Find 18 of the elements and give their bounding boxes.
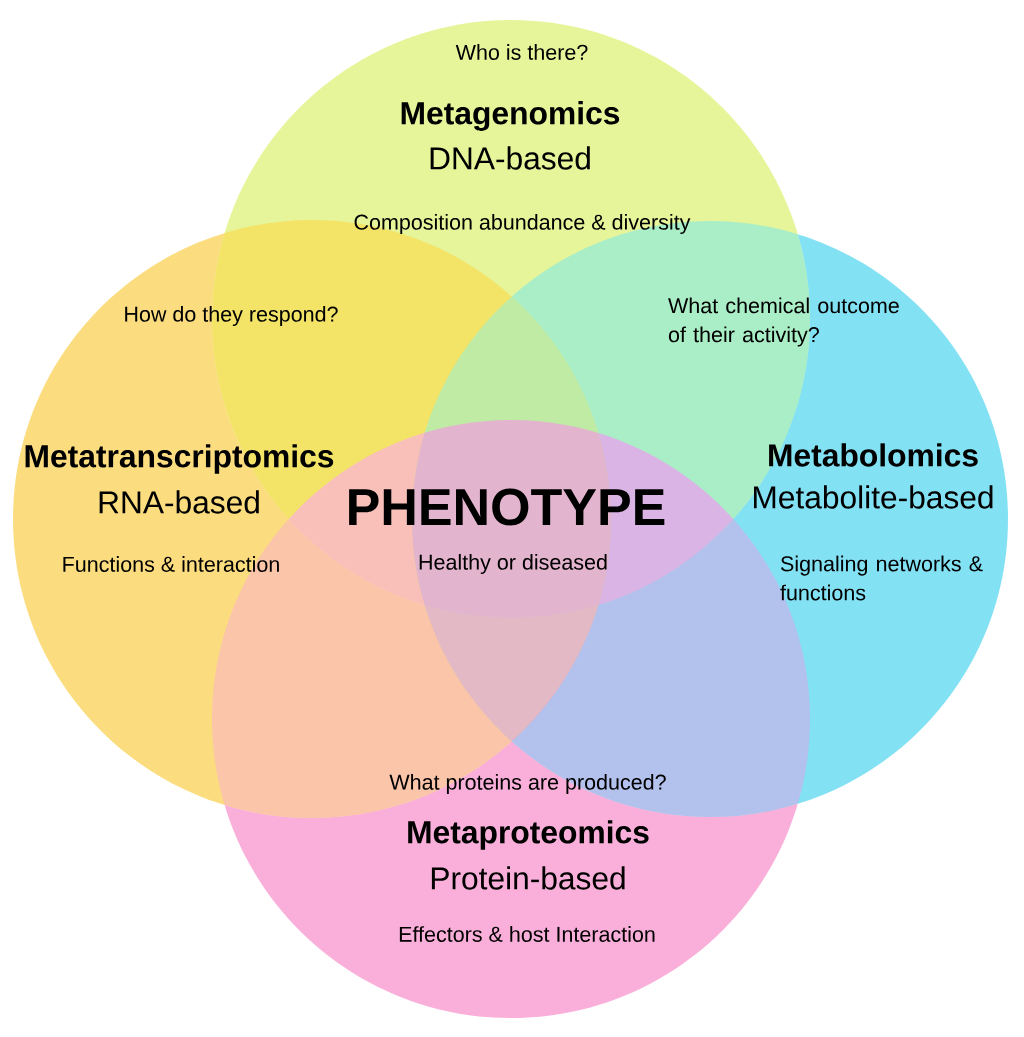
description-text: Signaling networks & functions: [780, 555, 983, 601]
question-text: Who is there?: [455, 44, 588, 60]
center-text: Healthy or diseased: [419, 554, 607, 575]
circle-title: Metagenomics: [401, 101, 620, 131]
circle-title: Metaproteomics: [408, 820, 649, 850]
question-text: How do they respond?: [125, 306, 338, 327]
subtitle: Protein-based: [431, 866, 625, 890]
description-text: Composition abundance & diversity: [354, 214, 691, 235]
description-text: Effectors & host Interaction: [399, 926, 655, 942]
question-text: What proteins are produced?: [389, 774, 666, 795]
circle-title: Metatranscriptomics: [25, 444, 334, 474]
center-title: PHENOTYPE: [349, 488, 665, 526]
circle-title: Metabolomics: [769, 443, 978, 467]
question-text: What chemical outcome of their activity?: [668, 297, 899, 347]
subtitle: DNA-based: [430, 146, 590, 170]
description-text: Functions & interaction: [63, 556, 279, 572]
subtitle: RNA-based: [99, 490, 259, 514]
subtitle: Metabolite-based: [754, 485, 993, 509]
